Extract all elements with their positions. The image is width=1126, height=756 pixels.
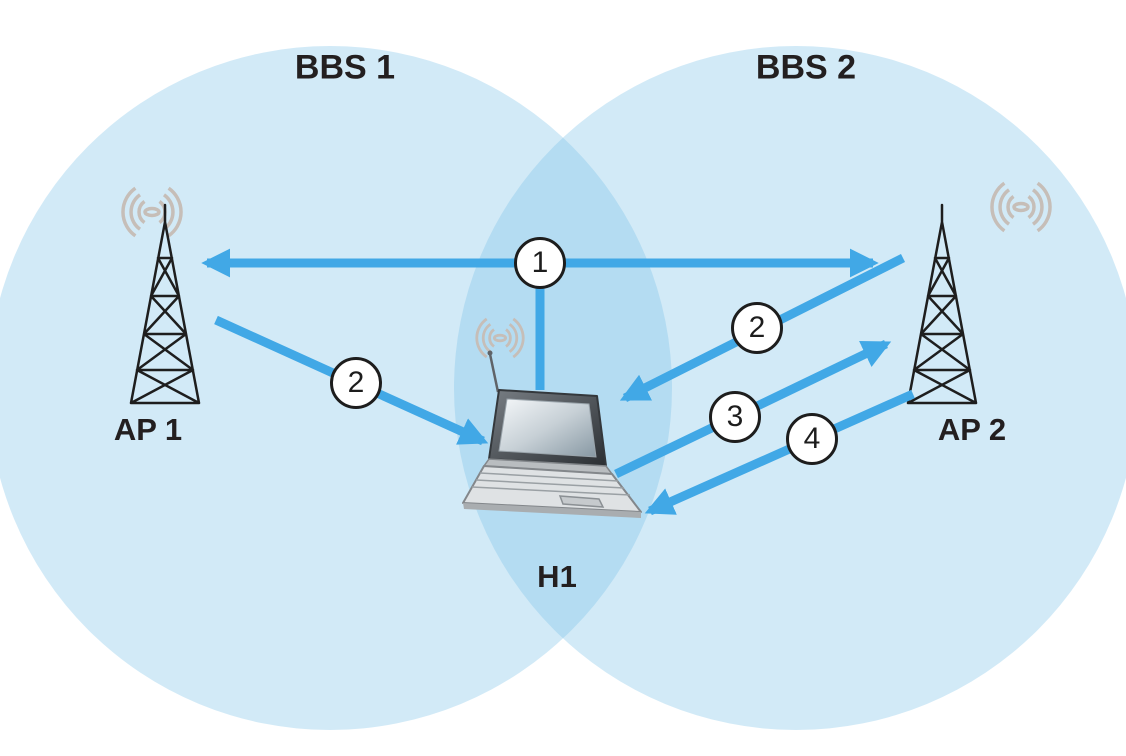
h1-laptop-icon <box>462 350 642 518</box>
arrow-step4-ap2-to-h1 <box>644 389 915 516</box>
step-badge-2-left: 2 <box>330 357 382 409</box>
h1-label: H1 <box>537 559 577 594</box>
ap2-label: AP 2 <box>937 412 1007 447</box>
step-badge-3: 3 <box>709 391 761 443</box>
ap1-label: AP 1 <box>113 412 183 447</box>
bss2-label: BBS 2 <box>755 48 857 87</box>
step-badge-4: 4 <box>786 413 838 465</box>
bss1-label: BBS 1 <box>294 48 396 87</box>
step-badge-1: 1 <box>514 237 566 289</box>
step-badge-2-right: 2 <box>731 302 783 354</box>
